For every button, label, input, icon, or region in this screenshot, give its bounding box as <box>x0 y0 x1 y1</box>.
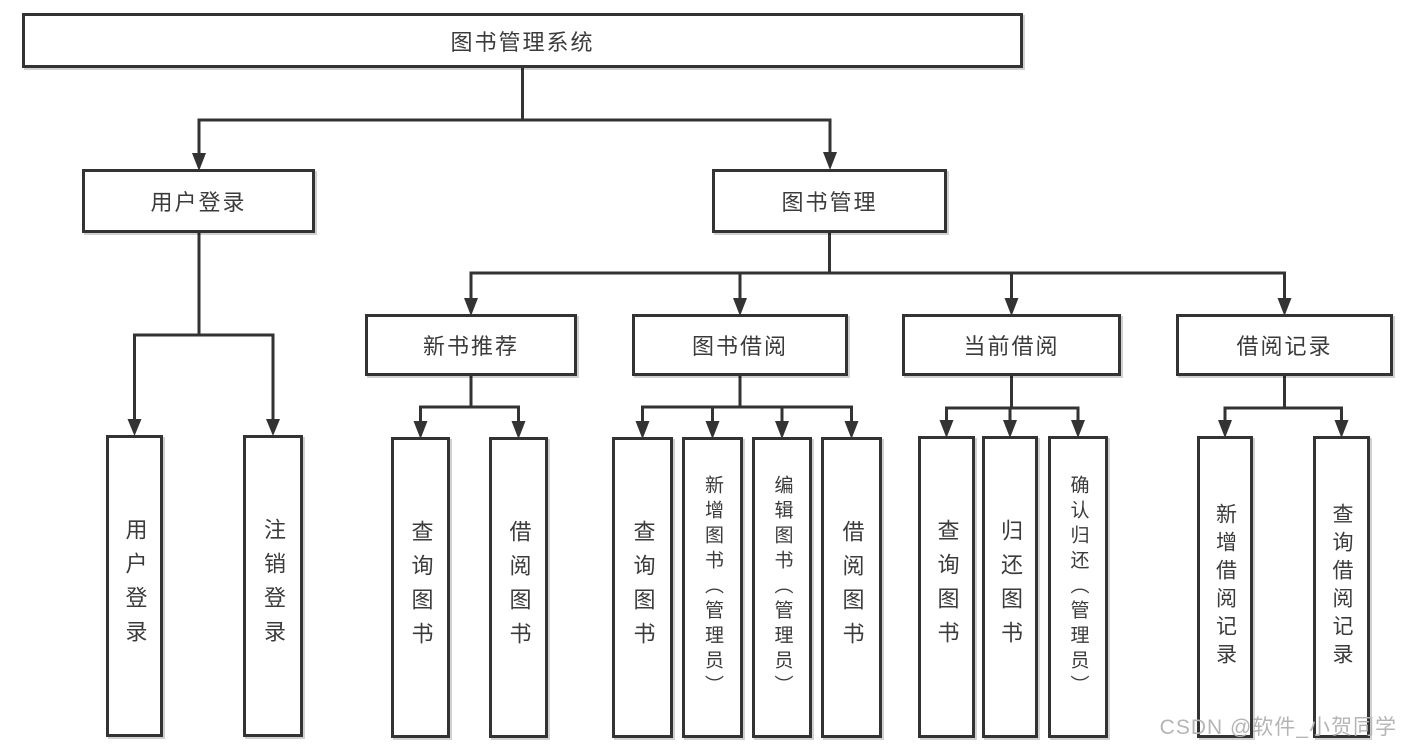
leaf-rec-query-record: 查询借阅记录 <box>1313 436 1370 738</box>
node-book-management-label: 图书管理 <box>781 190 878 215</box>
leaf-bb-borrow-books-label: 借阅图书 <box>839 519 865 656</box>
leaf-nb-query-books: 查询图书 <box>391 437 450 738</box>
leaf-cb-return-books-label: 归还图书 <box>998 519 1023 655</box>
node-current-borrowing: 当前借阅 <box>902 314 1121 376</box>
leaf-rec-add-record-label: 新增借阅记录 <box>1213 503 1237 671</box>
leaf-bb-add-books-admin-label: 新增图书（管理员） <box>702 475 723 700</box>
node-user-login-label: 用户登录 <box>150 190 247 215</box>
leaf-cb-confirm-return-admin-label: 确认归还（管理员） <box>1067 474 1089 700</box>
arrowhead <box>266 419 280 436</box>
leaf-bb-add-books-admin: 新增图书（管理员） <box>682 437 743 738</box>
leaf-nb-borrow-books-label: 借阅图书 <box>506 519 532 656</box>
node-current-borrowing-label: 当前借阅 <box>963 334 1060 359</box>
leaf-nb-query-books-label: 查询图书 <box>408 519 434 656</box>
node-new-book-recommend: 新书推荐 <box>365 314 577 376</box>
leaf-bb-edit-books-admin-label: 编辑图书（管理员） <box>771 475 793 700</box>
leaf-bb-edit-books-admin: 编辑图书（管理员） <box>752 437 812 738</box>
node-borrow-records-label: 借阅记录 <box>1236 334 1333 359</box>
node-new-book-recommend-label: 新书推荐 <box>422 334 519 359</box>
node-borrow-records: 借阅记录 <box>1176 314 1393 376</box>
node-root-label: 图书管理系统 <box>450 29 595 55</box>
leaf-rec-query-record-label: 查询借阅记录 <box>1330 503 1353 671</box>
leaf-cb-query-books-label: 查询图书 <box>934 519 960 655</box>
leaf-cb-query-books: 查询图书 <box>918 436 975 738</box>
leaf-bb-query-books: 查询图书 <box>612 437 673 738</box>
node-root: 图书管理系统 <box>22 13 1023 68</box>
node-book-management: 图书管理 <box>712 169 947 233</box>
csdn-watermark: CSDN @软件_小贺同学 <box>1159 716 1397 739</box>
node-book-borrowing: 图书借阅 <box>632 314 848 376</box>
leaf-bb-borrow-books: 借阅图书 <box>821 437 882 738</box>
node-user-login: 用户登录 <box>82 169 315 233</box>
leaf-bb-query-books-label: 查询图书 <box>630 519 656 656</box>
leaf-cb-return-books: 归还图书 <box>982 436 1038 738</box>
leaf-user-login: 用户登录 <box>106 435 163 737</box>
leaf-rec-add-record: 新增借阅记录 <box>1197 436 1253 738</box>
arrowhead <box>823 152 837 170</box>
node-book-borrowing-label: 图书借阅 <box>691 334 788 359</box>
arrowhead <box>127 419 142 436</box>
leaf-logout-label: 注销登录 <box>261 518 286 654</box>
leaf-cb-confirm-return-admin: 确认归还（管理员） <box>1048 436 1108 738</box>
leaf-user-login-label: 用户登录 <box>122 518 148 654</box>
leaf-logout: 注销登录 <box>243 435 303 737</box>
leaf-nb-borrow-books: 借阅图书 <box>489 437 548 738</box>
